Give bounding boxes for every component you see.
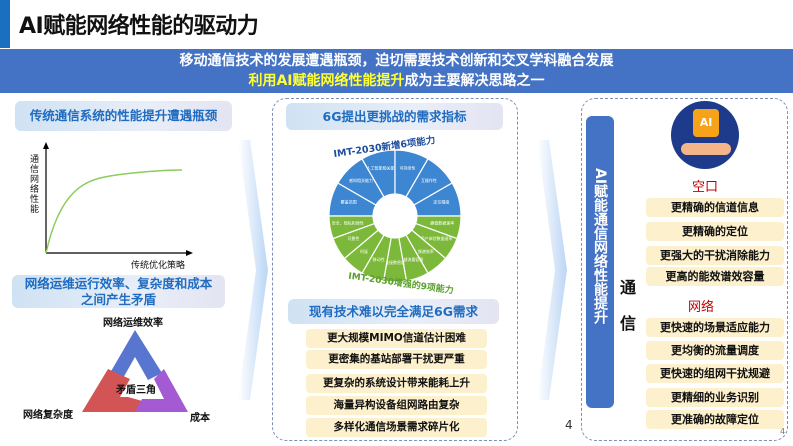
left-header-contradiction: 网络运维运行效率、复杂度和成本 之间产生矛盾	[12, 275, 225, 308]
header-line1: 网络运维运行效率、复杂度和成本	[24, 276, 213, 291]
section-air-interface: 空口	[692, 180, 719, 195]
triangle-top-label: 网络运维效率	[103, 318, 163, 329]
middle-panel	[272, 98, 518, 441]
wheel-enhanced-capability-label: 连接数密度	[385, 259, 405, 265]
wheel-enhanced-capability-label: 峰值数据速率	[430, 219, 454, 225]
wheel-enhanced-capability-label: 安全、隐私和弹性	[332, 219, 364, 225]
wheel-enhanced-capability-label: 可靠性	[347, 235, 359, 241]
triangle-top-arrow	[110, 330, 162, 380]
triangle-left-arrow	[82, 369, 146, 412]
challenge-item: 更大规模MIMO信道估计困难	[306, 329, 487, 348]
network-item: 更精细的业务识别	[646, 388, 784, 407]
right-vertical-title: AI赋能通信网络性能提升	[586, 116, 614, 408]
network-item: 更快速的场景适应能力	[646, 318, 784, 337]
network-item: 更快速的组网干扰规避	[646, 364, 784, 383]
performance-curve	[45, 169, 183, 254]
performance-curve-chart	[43, 142, 193, 256]
left-header-bottleneck: 传统通信系统的性能提升遭遇瓶颈	[15, 101, 232, 131]
middle-header-6g: 6G提出更挑战的需求指标	[286, 103, 503, 130]
wheel-new-capability-label: 可持续性	[399, 165, 415, 171]
network-item: 更准确的故障定位	[646, 410, 784, 429]
banner-highlight: 利用AI赋能网络性能提升	[248, 73, 405, 89]
triangle-right-arrow	[135, 369, 188, 412]
wheel-new-capability-label: 互操作性	[421, 177, 437, 183]
banner-line2: 利用AI赋能网络性能提升成为主要解决思路之一	[0, 71, 793, 91]
flow-chevron-1	[238, 140, 268, 400]
banner: 移动通信技术的发展遭遇瓶颈，迫切需要技术创新和交叉学科融合发展 利用AI赋能网络…	[0, 49, 793, 93]
wheel-center	[373, 194, 417, 238]
imt2030-wheel: 覆盖范围 感知相关能力 人工智能相关能力可持续性互操作性定位精度峰值数据速率用户体验…	[328, 149, 462, 283]
network-item: 更均衡的流量调度	[646, 341, 784, 360]
triangle-right-label: 成本	[190, 413, 210, 424]
title-accent-bar	[0, 0, 10, 48]
ai-hand-icon: AI	[671, 101, 739, 169]
page-title: AI赋能网络性能的驱动力	[19, 14, 259, 39]
middle-header-gap: 现有技术难以完全满足6G需求	[288, 299, 499, 324]
wheel-enhanced-capability-label: 移动性	[373, 256, 385, 262]
header-line2: 之间产生矛盾	[80, 292, 156, 307]
right-panel	[581, 98, 788, 441]
challenge-item: 海量异构设备组网路由复杂	[306, 396, 487, 415]
banner-line2-rest: 成为主要解决思路之一	[404, 73, 545, 89]
air-interface-item: 更高的能效谱效容量	[646, 267, 784, 286]
right-side-label: 通信	[620, 278, 637, 333]
triangle-left-label: 网络复杂度	[23, 410, 73, 421]
banner-line1: 移动通信技术的发展遭遇瓶颈，迫切需要技术创新和交叉学科融合发展	[179, 53, 614, 69]
air-interface-item: 更强大的干扰消除能力	[646, 246, 784, 265]
y-axis-label: 通信网络性能	[30, 155, 40, 215]
page-number: 4	[565, 418, 573, 432]
flow-chevron-2	[537, 140, 567, 400]
wheel-enhanced-capability-label: 频谱效率	[418, 248, 434, 254]
challenge-item: 多样化通信场景需求碎片化	[306, 418, 487, 437]
page-number-small: 4	[780, 427, 786, 436]
wheel-new-capability-label: 感知相关能力	[349, 177, 373, 183]
wheel-new-capability-label: 覆盖范围	[341, 199, 357, 205]
triangle-center-label: 矛盾三角	[116, 385, 156, 396]
section-network: 网络	[688, 300, 715, 315]
wheel-new-capability-label: 人工智能相关能力	[367, 165, 399, 171]
x-axis-label: 传统优化策略	[131, 261, 186, 271]
air-interface-item: 更精确的信道信息	[646, 198, 784, 217]
x-axis-arrow	[186, 250, 193, 256]
wheel-enhanced-capability-label: 时延	[360, 248, 368, 254]
challenge-item: 更密集的基站部署干扰更严重	[306, 350, 487, 369]
y-axis-arrow	[43, 142, 49, 149]
wheel-enhanced-capability-label: 区域流量容量	[399, 256, 423, 262]
wheel-enhanced-capability-label: 用户体验数据速率	[421, 235, 453, 241]
air-interface-item: 更精确的定位	[646, 222, 784, 241]
contradiction-triangle	[82, 330, 188, 412]
ai-chip-icon: AI	[693, 109, 719, 137]
challenge-item: 更复杂的系统设计带来能耗上升	[306, 374, 487, 393]
wheel-new-capability-label: 定位精度	[433, 199, 449, 205]
